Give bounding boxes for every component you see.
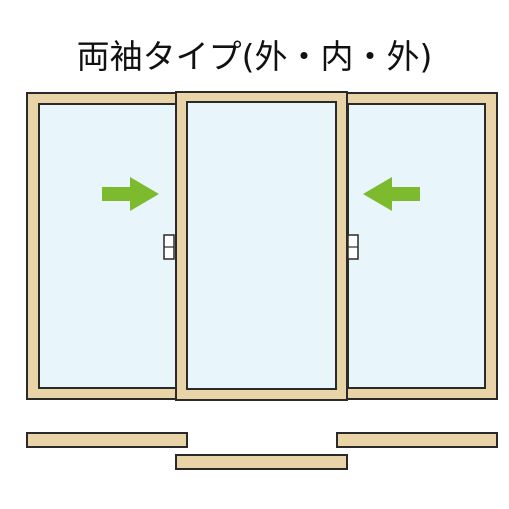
center-panel-glass bbox=[186, 101, 337, 390]
arrow-right-icon bbox=[102, 177, 159, 211]
center-inner-panel bbox=[175, 91, 348, 401]
right-outer-panel bbox=[336, 92, 498, 400]
rail-icon bbox=[26, 432, 188, 448]
handle-icon bbox=[347, 234, 359, 260]
rail-icon bbox=[175, 454, 348, 470]
rail-icon bbox=[336, 432, 498, 448]
right-panel-glass bbox=[347, 103, 486, 389]
arrow-left-icon bbox=[363, 177, 420, 211]
handle-icon bbox=[163, 234, 175, 260]
left-outer-panel bbox=[26, 92, 188, 400]
diagram-title: 両袖タイプ(外・内・外) bbox=[76, 37, 433, 76]
left-panel-glass bbox=[38, 103, 177, 389]
